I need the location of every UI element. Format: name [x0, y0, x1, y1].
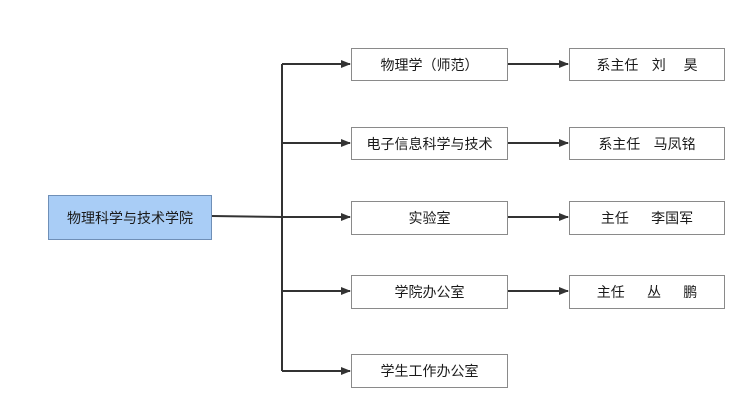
department-node-electronics: 电子信息科学与技术	[351, 127, 508, 160]
department-node-college-office: 学院办公室	[351, 275, 508, 309]
head-node-laboratory: 主任 李国军	[569, 201, 725, 235]
head-node-college-office: 主任 丛 鹏	[569, 275, 725, 309]
department-node-student-affairs: 学生工作办公室	[351, 354, 508, 388]
head-node-electronics: 系主任 马凤铭	[569, 127, 725, 160]
root-node: 物理科学与技术学院	[48, 195, 212, 240]
head-node-physics: 系主任 刘 昊	[569, 48, 725, 81]
root-connector	[211, 215, 283, 218]
department-node-laboratory: 实验室	[351, 201, 508, 235]
department-node-physics: 物理学（师范）	[351, 48, 508, 81]
